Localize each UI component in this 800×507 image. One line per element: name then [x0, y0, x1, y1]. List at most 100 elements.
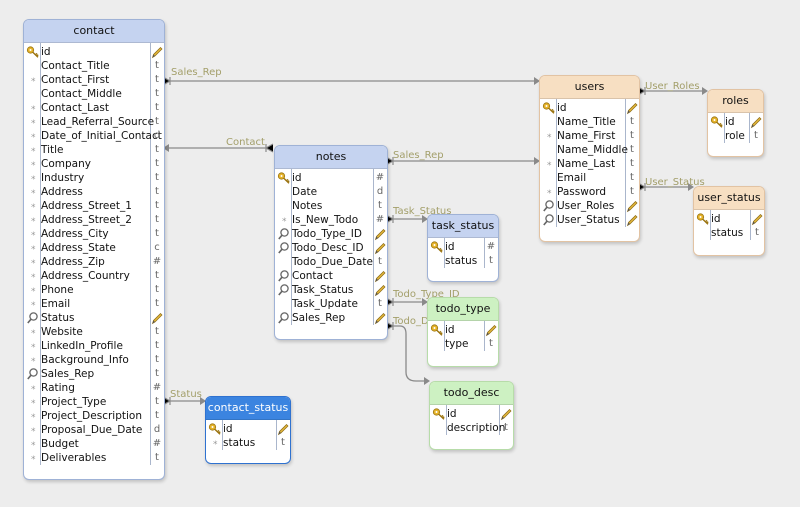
field-row-todo_desc_id[interactable]: Todo_Desc_ID — [275, 241, 387, 255]
edit-pencil-icon[interactable] — [500, 407, 512, 421]
field-row-id[interactable]: id — [708, 115, 763, 129]
table-title-roles[interactable]: roles — [708, 90, 763, 113]
field-name: LinkedIn_Profile — [41, 340, 123, 352]
table-title-task_status[interactable]: task_status — [428, 215, 498, 238]
edit-pencil-icon[interactable] — [626, 199, 638, 213]
table-title-users[interactable]: users — [540, 76, 639, 99]
column-divider — [150, 43, 151, 465]
table-title-contact_status[interactable]: contact_status — [206, 397, 290, 420]
field-row-user_status[interactable]: User_Status — [540, 213, 639, 227]
edit-pencil-icon[interactable] — [374, 269, 386, 283]
edit-pencil-icon[interactable] — [374, 227, 386, 241]
field-row-address_zip[interactable]: *Address_Zip# — [24, 255, 164, 269]
edit-pencil-icon[interactable] — [751, 212, 763, 226]
field-row-contact[interactable]: Contact — [275, 269, 387, 283]
field-row-id[interactable]: id# — [428, 240, 498, 254]
field-type: t — [378, 200, 382, 211]
table-title-todo_type[interactable]: todo_type — [428, 298, 498, 321]
table-title-todo_desc[interactable]: todo_desc — [430, 382, 513, 405]
edit-pencil-icon[interactable] — [374, 241, 386, 255]
edit-pencil-icon[interactable] — [151, 45, 163, 59]
field-row-id[interactable]: id — [24, 45, 164, 59]
edit-pencil-icon[interactable] — [374, 311, 386, 325]
field-row-id[interactable]: id# — [275, 171, 387, 185]
table-title-user_status[interactable]: user_status — [694, 187, 764, 210]
field-row-id[interactable]: id — [430, 407, 513, 421]
edit-pencil-icon[interactable] — [485, 323, 497, 337]
edit-pencil-icon[interactable] — [750, 115, 762, 129]
edit-pencil-icon[interactable] — [626, 213, 638, 227]
edit-pencil-icon[interactable] — [151, 311, 163, 325]
svg-text:*: * — [31, 259, 36, 269]
field-row-user_roles[interactable]: User_Roles — [540, 199, 639, 213]
field-row-is_new_todo[interactable]: *Is_New_Todo# — [275, 213, 387, 227]
field-row-id[interactable]: id — [694, 212, 764, 226]
edit-pencil-icon[interactable] — [374, 283, 386, 297]
table-title-notes[interactable]: notes — [275, 146, 387, 169]
field-row-status[interactable]: Status — [24, 311, 164, 325]
field-row-sales_rep[interactable]: Sales_Rep — [275, 311, 387, 325]
field-row-todo_type_id[interactable]: Todo_Type_ID — [275, 227, 387, 241]
table-title-contact[interactable]: contact — [24, 20, 164, 43]
field-row-budget[interactable]: *Budget# — [24, 437, 164, 451]
field-row-task_status[interactable]: Task_Status — [275, 283, 387, 297]
edit-pencil-icon[interactable] — [626, 101, 638, 115]
field-row-id[interactable]: id — [206, 422, 290, 436]
field-row-id[interactable]: id — [540, 101, 639, 115]
edit-pencil-icon[interactable] — [277, 422, 289, 436]
field-row-id[interactable]: id — [428, 323, 498, 337]
field-row-rating[interactable]: *Rating# — [24, 381, 164, 395]
